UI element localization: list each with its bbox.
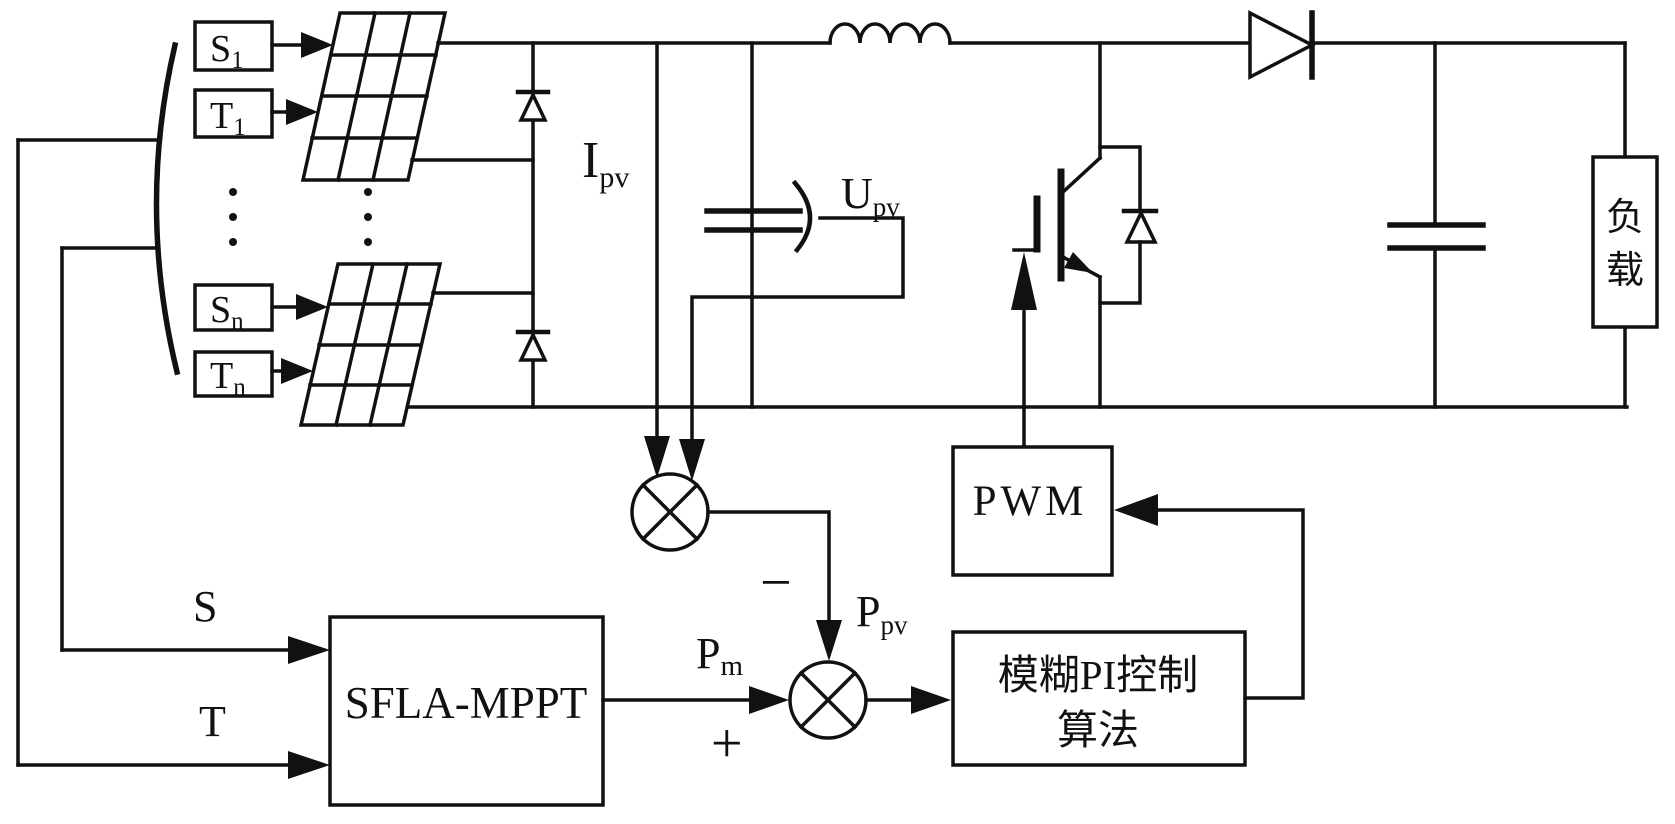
- load-label-char1: 负: [1606, 197, 1644, 239]
- ipv-label: Ipv: [582, 132, 629, 194]
- pwm-box: [951, 445, 1114, 577]
- s1-arrow: [270, 32, 333, 58]
- s-input-label: S: [193, 582, 217, 631]
- t-arrowhead-icon: [288, 751, 330, 779]
- fuzzy-pi-label-line1: 模糊PI控制: [998, 652, 1198, 698]
- t1-arrow: [270, 99, 318, 125]
- s-input-arrow: S: [60, 582, 330, 664]
- load-box: [1591, 155, 1659, 329]
- tn-box: [193, 350, 274, 398]
- upv-arrowhead-icon: [679, 439, 705, 481]
- pwm-label: PWM: [973, 478, 1088, 525]
- t1-label: T1: [210, 95, 246, 141]
- diode-loop-bottom: [1098, 240, 1142, 305]
- s1-arrowhead-icon: [301, 32, 333, 58]
- series-diode: [1248, 10, 1316, 80]
- s1-label: S1: [210, 28, 244, 74]
- pv-array-section: S1 T1 Sn Tn: [16, 10, 448, 767]
- tn-arrowhead-icon: [281, 358, 313, 384]
- t-input-arrow: T: [16, 697, 330, 779]
- pm-arrowhead-icon: [749, 686, 789, 714]
- fuzzy-pi-block: 模糊PI控制 算法: [951, 630, 1247, 767]
- emitter-arrowhead-icon: [1064, 252, 1093, 273]
- ap-diode-triangle-icon: [1124, 208, 1158, 244]
- feedback-arrowhead-icon: [1114, 494, 1158, 526]
- inductor-icon: [828, 22, 952, 45]
- diode2-triangle-icon: [518, 330, 548, 362]
- error-arrow: [864, 686, 951, 714]
- array-brace: [153, 41, 181, 376]
- minus-sign: −: [760, 552, 792, 614]
- tn-label: Tn: [210, 355, 246, 401]
- sn-arrow: [270, 294, 328, 320]
- upv-sense-wire: [690, 216, 905, 443]
- fuzzy-to-pwm-feedback: [1114, 494, 1305, 700]
- ppv-label: Ppv: [856, 587, 908, 640]
- pm-arrow: Pm: [601, 629, 789, 714]
- collector-slant: [1060, 155, 1103, 195]
- input-capacitor-branch: Upv: [679, 41, 905, 481]
- feedback-wire: [1156, 508, 1305, 700]
- series-diode-triangle-icon: [1248, 10, 1316, 80]
- igbt-switch: [1011, 41, 1159, 449]
- t1-box: [193, 88, 274, 139]
- ppv-wire: [706, 510, 831, 622]
- ellipsis-dots: [229, 188, 372, 246]
- sfla-mppt-label: SFLA-MPPT: [345, 678, 588, 728]
- voltage-probe-arc-icon: [791, 179, 813, 254]
- sn-box: [193, 283, 274, 332]
- sfla-mppt-box: [328, 615, 605, 807]
- multiplier-junction: [630, 472, 710, 552]
- control-loop: − Ppv + SFLA-MPPT S T Pm: [16, 445, 1305, 807]
- fuzzy-pi-box: [951, 630, 1247, 767]
- fuzzy-pi-label-line2: 算法: [1057, 707, 1139, 753]
- s-arrowhead-icon: [288, 636, 330, 664]
- t1-arrowhead-icon: [286, 99, 318, 125]
- pwm-block: PWM: [951, 445, 1114, 577]
- antiparallel-diode: [1098, 145, 1159, 305]
- upv-label: Upv: [841, 169, 900, 222]
- sn-arrowhead-icon: [296, 294, 328, 320]
- error-arrowhead-icon: [911, 686, 951, 714]
- sn-label: Sn: [210, 289, 244, 335]
- ppv-arrowhead-icon: [816, 620, 842, 661]
- t-input-label: T: [199, 697, 226, 746]
- diode1-triangle-icon: [518, 90, 548, 122]
- load-label-char2: 载: [1606, 250, 1644, 292]
- ipv-sense: Ipv: [582, 41, 670, 478]
- dc-bus: [407, 10, 1629, 409]
- sfla-mppt-block: SFLA-MPPT: [328, 615, 605, 807]
- summing-junction: +: [711, 660, 868, 775]
- load-block: 负 载: [1591, 155, 1659, 329]
- ipv-arrowhead-icon: [644, 436, 670, 478]
- gate-arrowhead-icon: [1011, 252, 1037, 310]
- output-capacitor: [1387, 41, 1486, 409]
- pv-panel-1: [300, 10, 448, 183]
- diode-loop-top: [1098, 145, 1142, 213]
- pv-panel-n: [298, 261, 443, 428]
- string-diodes: [410, 41, 551, 409]
- tn-arrow: [270, 358, 313, 384]
- bypass-diode-1: [515, 89, 551, 122]
- gate-drive: [1011, 252, 1037, 449]
- bypass-diode-2: [515, 329, 551, 362]
- ppv-path: − Ppv: [706, 510, 908, 661]
- pm-label: Pm: [696, 629, 743, 682]
- plus-sign: +: [711, 713, 743, 775]
